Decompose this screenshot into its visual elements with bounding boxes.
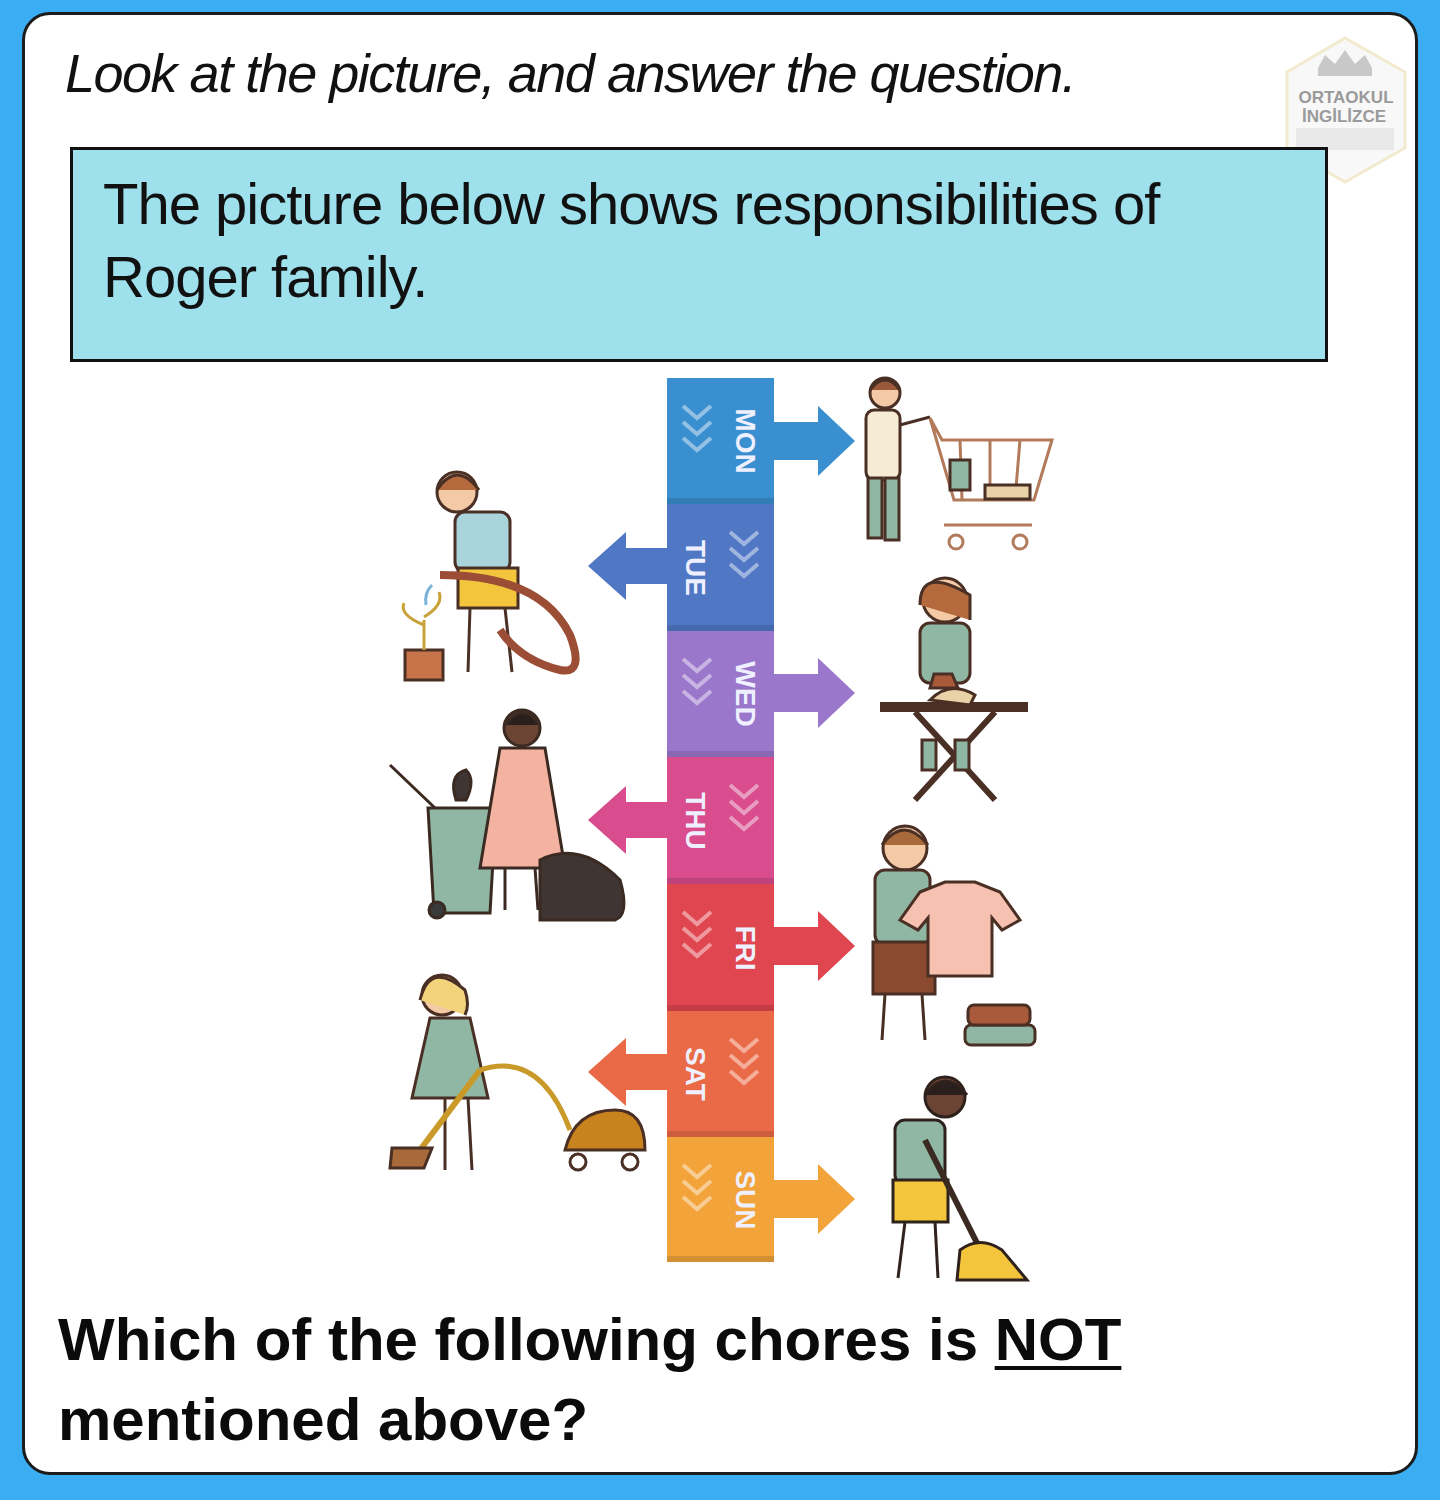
day-label: FRI bbox=[729, 925, 761, 970]
folding-figure bbox=[873, 826, 1035, 1045]
day-label: MON bbox=[729, 408, 761, 473]
ironing-figure bbox=[880, 578, 1028, 800]
day-label: SAT bbox=[679, 1047, 711, 1101]
watermark-text: ORTAOKUL bbox=[1298, 88, 1393, 108]
statement-box: The picture below shows responsibilities… bbox=[70, 147, 1328, 362]
day-arrows bbox=[588, 406, 855, 1234]
day-band: SAT bbox=[667, 1011, 774, 1137]
day-label: WED bbox=[729, 661, 761, 726]
day-label: TUE bbox=[679, 540, 711, 596]
vacuum-figure bbox=[390, 975, 645, 1170]
trash-figure bbox=[390, 710, 624, 920]
day-label: THU bbox=[679, 792, 711, 850]
day-band: FRI bbox=[667, 884, 774, 1011]
day-label: SUN bbox=[729, 1170, 761, 1229]
mopping-figure bbox=[893, 1077, 1027, 1280]
statement-text: The picture below shows responsibilities… bbox=[103, 168, 1295, 313]
watermark-text: İNGİLİZCE bbox=[1302, 107, 1386, 127]
day-band: TUE bbox=[667, 504, 774, 631]
day-band: THU bbox=[667, 757, 774, 884]
watering-figure bbox=[403, 472, 575, 680]
day-band: MON bbox=[667, 378, 774, 504]
page-title: Look at the picture, and answer the ques… bbox=[65, 42, 1075, 104]
day-band: SUN bbox=[667, 1137, 774, 1262]
question-text: Which of the following chores is NOT men… bbox=[58, 1300, 1398, 1460]
shopping-figure bbox=[866, 378, 1052, 549]
day-band: WED bbox=[667, 631, 774, 757]
